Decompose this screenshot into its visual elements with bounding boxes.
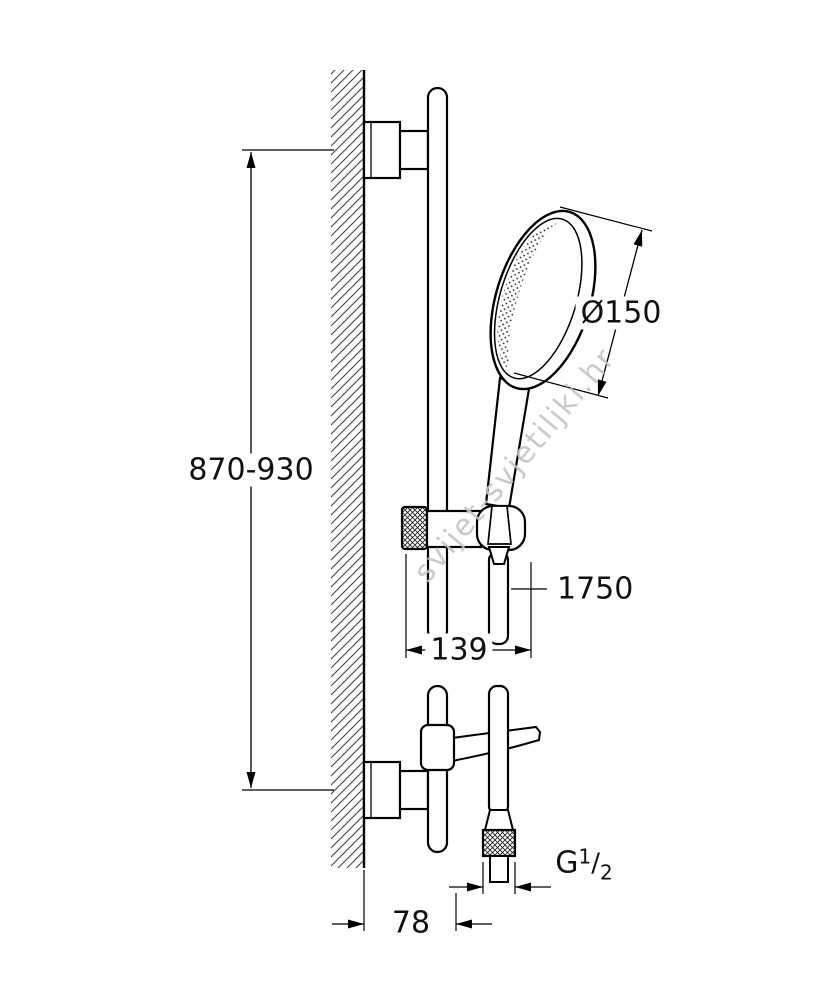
dim-arrow bbox=[348, 919, 364, 929]
thread-numerator: 1 bbox=[578, 844, 592, 869]
dim-arrow bbox=[633, 230, 643, 247]
dim-arrow bbox=[467, 882, 483, 892]
tray-arm bbox=[419, 723, 542, 772]
thread-denominator: 2 bbox=[600, 860, 613, 885]
wall-section bbox=[331, 70, 366, 868]
rail-slider bbox=[400, 504, 527, 565]
shower-hose-upper bbox=[487, 550, 510, 646]
tray-collar bbox=[419, 723, 456, 772]
dim-thread bbox=[449, 862, 551, 894]
hose-nut bbox=[481, 828, 517, 858]
handle-cone bbox=[487, 505, 512, 545]
slider-body bbox=[425, 509, 483, 549]
wall-mount-bottom bbox=[362, 760, 430, 820]
dim-label-rail-height: 870-930 bbox=[183, 453, 319, 487]
spray-face-nozzles bbox=[497, 223, 561, 373]
dim-arrow bbox=[597, 379, 607, 396]
dim-arrow bbox=[515, 882, 531, 892]
head-face-rim bbox=[493, 217, 583, 380]
hose-outlet bbox=[487, 546, 511, 565]
hose-adapter-cone bbox=[483, 809, 515, 831]
dim-label-holder-depth: 139 bbox=[425, 633, 493, 667]
thread-separator: / bbox=[591, 848, 601, 879]
dim-label-wall-offset: 78 bbox=[386, 906, 436, 940]
thread-prefix: G bbox=[555, 845, 579, 881]
dim-label-thread-size: G1/2 bbox=[553, 844, 615, 884]
hand-shower-head bbox=[489, 209, 597, 391]
dim-arrow bbox=[246, 772, 256, 788]
dim-arrow bbox=[406, 645, 422, 655]
wall-mount-top bbox=[362, 120, 430, 180]
dim-wall-offset bbox=[332, 870, 492, 931]
dim-arrow bbox=[456, 919, 472, 929]
dim-arrow bbox=[246, 152, 256, 168]
slider-knurled-knob bbox=[400, 505, 429, 551]
dim-arrow bbox=[515, 645, 531, 655]
wall-hatch bbox=[331, 70, 364, 868]
dim-label-hose-length: 1750 bbox=[552, 572, 639, 606]
hose-tail bbox=[489, 855, 509, 883]
shower-hose-lower bbox=[481, 684, 517, 883]
dim-label-head-diameter: Ø150 bbox=[575, 296, 667, 330]
